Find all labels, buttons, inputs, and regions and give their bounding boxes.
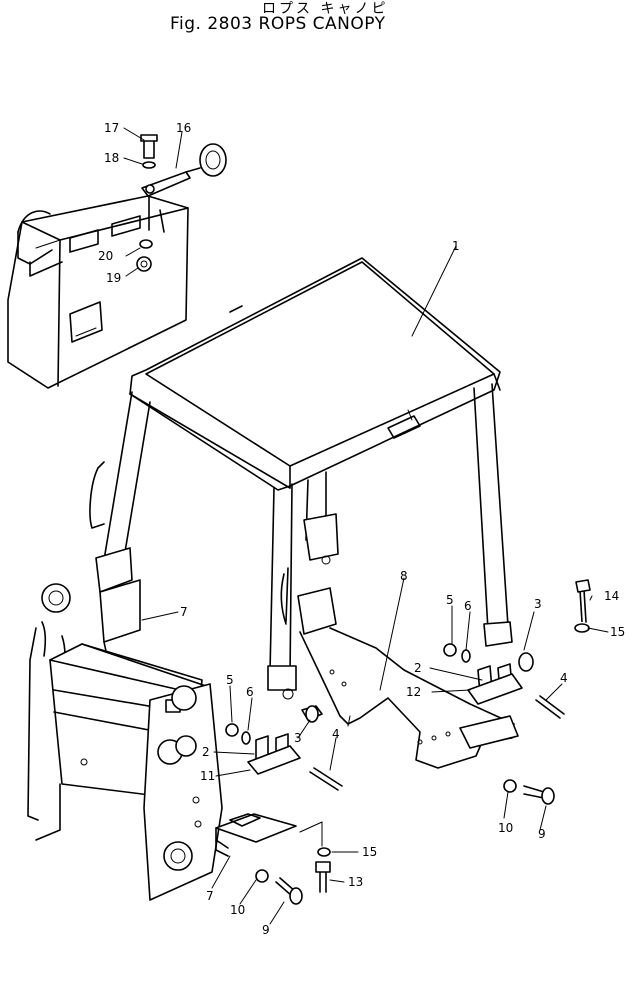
left-front-post <box>41 391 151 661</box>
callouts: 1 17 16 18 20 19 7 8 5 6 3 14 15 2 12 4 … <box>98 121 625 937</box>
callout-7-lower: 7 <box>206 889 214 903</box>
callout-14: 14 <box>604 589 619 603</box>
callout-5-right: 5 <box>446 593 454 607</box>
title-japanese: ロプス キャノピ <box>262 1 389 17</box>
callout-10-right: 10 <box>498 821 513 835</box>
callout-5-left: 5 <box>226 673 234 687</box>
fasteners <box>225 579 591 905</box>
callout-3-right: 3 <box>534 597 542 611</box>
callout-1: 1 <box>452 239 460 253</box>
fuel-cap-assembly <box>136 134 227 272</box>
leader-lines <box>123 127 609 925</box>
callout-19: 19 <box>106 271 121 285</box>
callout-11: 11 <box>200 769 215 783</box>
callout-9-right: 9 <box>538 827 546 841</box>
figure-title: ロプス キャノピ Fig. 2803 ROPS CANOPY <box>0 0 638 40</box>
callout-6-left: 6 <box>246 685 254 699</box>
callout-4-left: 4 <box>332 727 340 741</box>
right-front-post <box>267 483 297 700</box>
chassis <box>27 621 297 901</box>
callout-8: 8 <box>400 569 408 583</box>
bracket-2-right <box>467 663 523 705</box>
fuel-tank <box>7 195 189 389</box>
callout-16: 16 <box>176 121 191 135</box>
callout-3-left: 3 <box>294 731 302 745</box>
callout-17: 17 <box>104 121 119 135</box>
rear-posts <box>303 383 513 647</box>
callout-15-lower: 15 <box>362 845 377 859</box>
callout-7-upper: 7 <box>180 605 188 619</box>
callout-20: 20 <box>98 249 113 263</box>
title-english: Fig. 2803 ROPS CANOPY <box>170 14 386 34</box>
callout-2-left: 2 <box>202 745 210 759</box>
mounting-frame <box>297 587 519 769</box>
callout-4-right: 4 <box>560 671 568 685</box>
callout-2-right: 2 <box>414 661 422 675</box>
callout-9-lower: 9 <box>262 923 270 937</box>
bracket-2-left <box>247 733 301 775</box>
callout-13: 13 <box>348 875 363 889</box>
callout-12: 12 <box>406 685 421 699</box>
callout-10-lower: 10 <box>230 903 245 917</box>
canopy-roof <box>129 257 501 491</box>
callout-18: 18 <box>104 151 119 165</box>
callout-15-right: 15 <box>610 625 625 639</box>
callout-6-right: 6 <box>464 599 472 613</box>
